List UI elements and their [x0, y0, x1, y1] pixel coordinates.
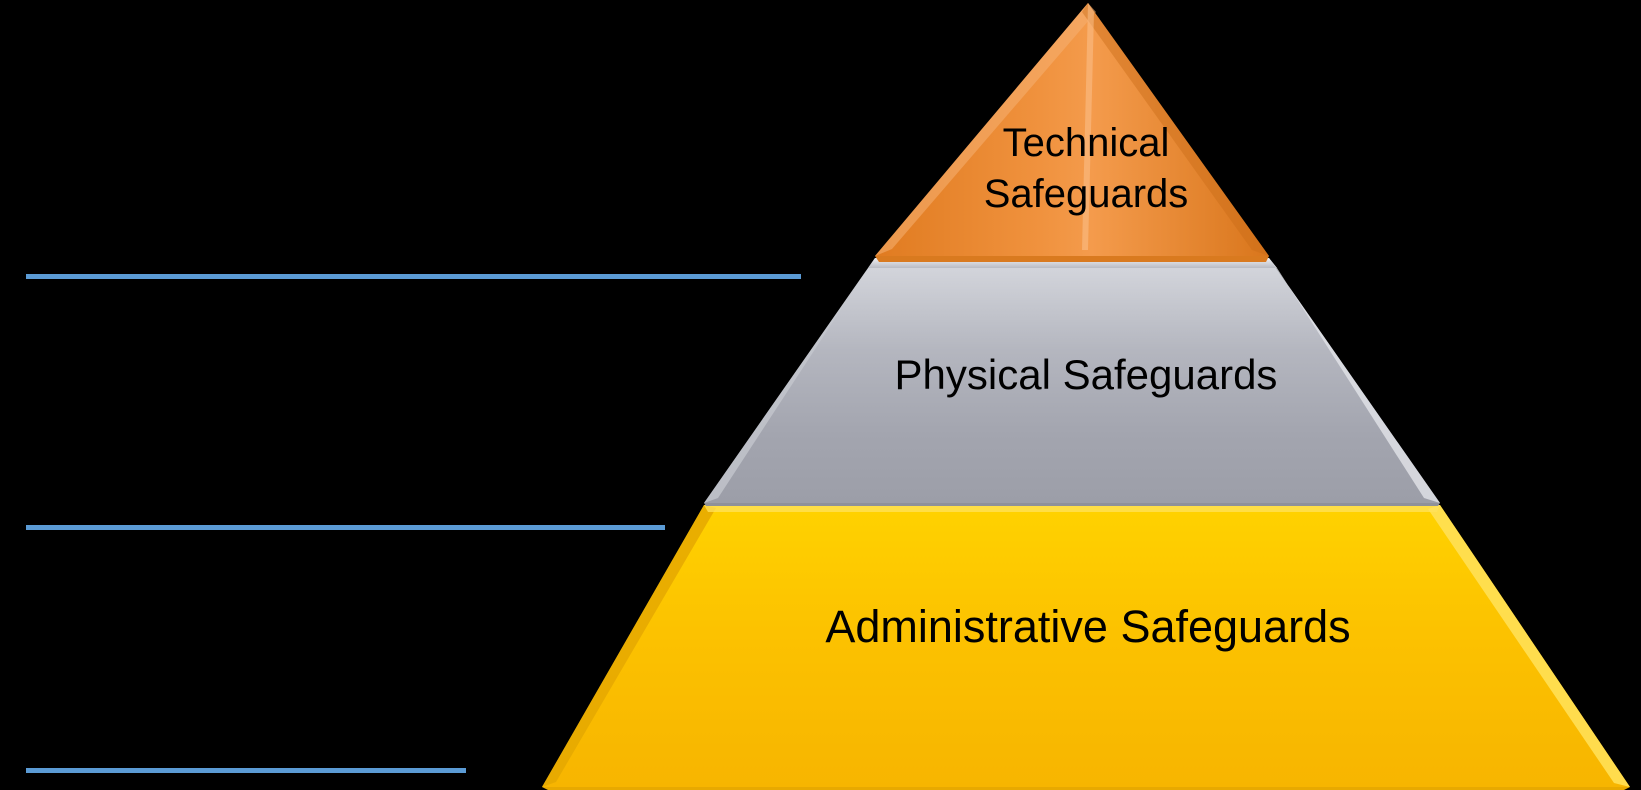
safeguards-pyramid — [508, 0, 1636, 790]
accent-divider-3 — [26, 768, 466, 773]
pyramid-tier-administrative — [542, 505, 1630, 790]
pyramid-tier-physical — [704, 258, 1440, 506]
pyramid-tier-technical — [875, 3, 1269, 262]
accent-divider-1 — [26, 274, 801, 279]
accent-divider-2 — [26, 525, 665, 530]
